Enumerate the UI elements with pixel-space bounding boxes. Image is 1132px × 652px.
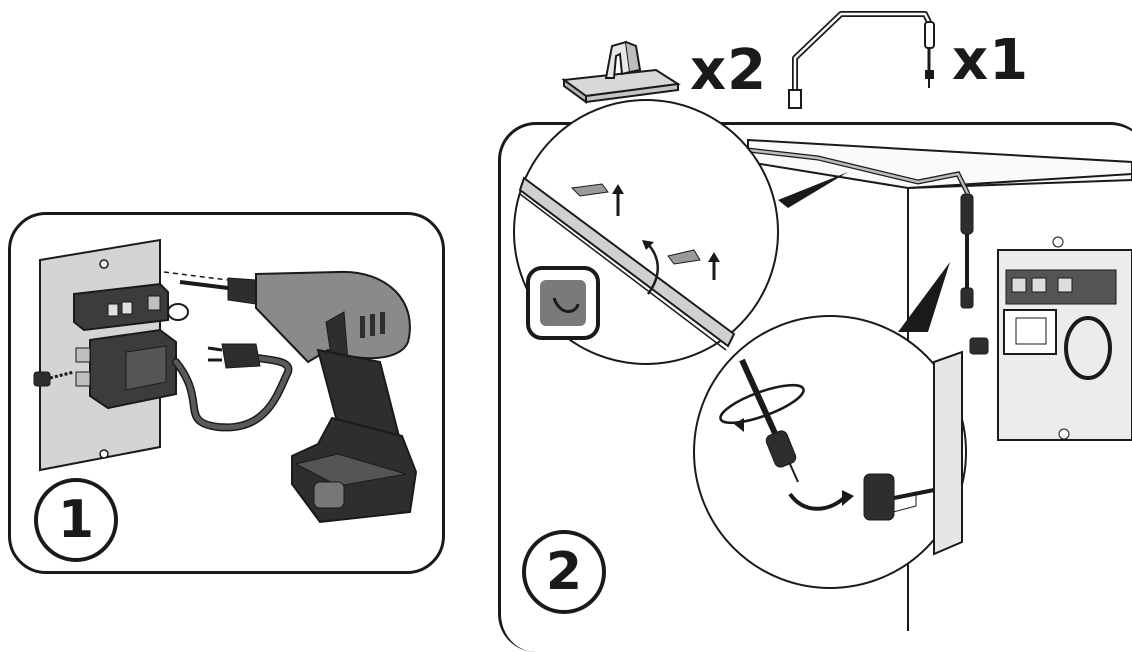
drill-icon	[163, 270, 418, 524]
rotate-arrow-icon	[788, 490, 854, 511]
controller-unit	[997, 236, 1132, 441]
probe-quantity: x1	[952, 28, 1030, 93]
rotate-arrow-icon	[719, 383, 805, 432]
mounting-clip-icon	[561, 40, 681, 104]
step-1-illustration	[33, 238, 418, 524]
rotate-arrow-icon	[642, 240, 659, 295]
transformer-icon	[75, 328, 177, 410]
step-2-illustration	[513, 99, 1132, 631]
clip-detail-zoom	[513, 99, 779, 365]
step-2-number: 2	[522, 530, 606, 614]
connector-detail-zoom	[693, 315, 967, 589]
step-1-number: 1	[34, 478, 118, 562]
cabinet-top	[747, 138, 1132, 190]
up-arrow-icon	[708, 252, 720, 280]
clip-quantity: x2	[690, 38, 768, 103]
power-plug-icon	[207, 343, 261, 369]
adhesive-tab-icon	[526, 266, 600, 340]
temperature-probe-icon	[788, 11, 935, 109]
up-arrow-icon	[612, 184, 624, 216]
